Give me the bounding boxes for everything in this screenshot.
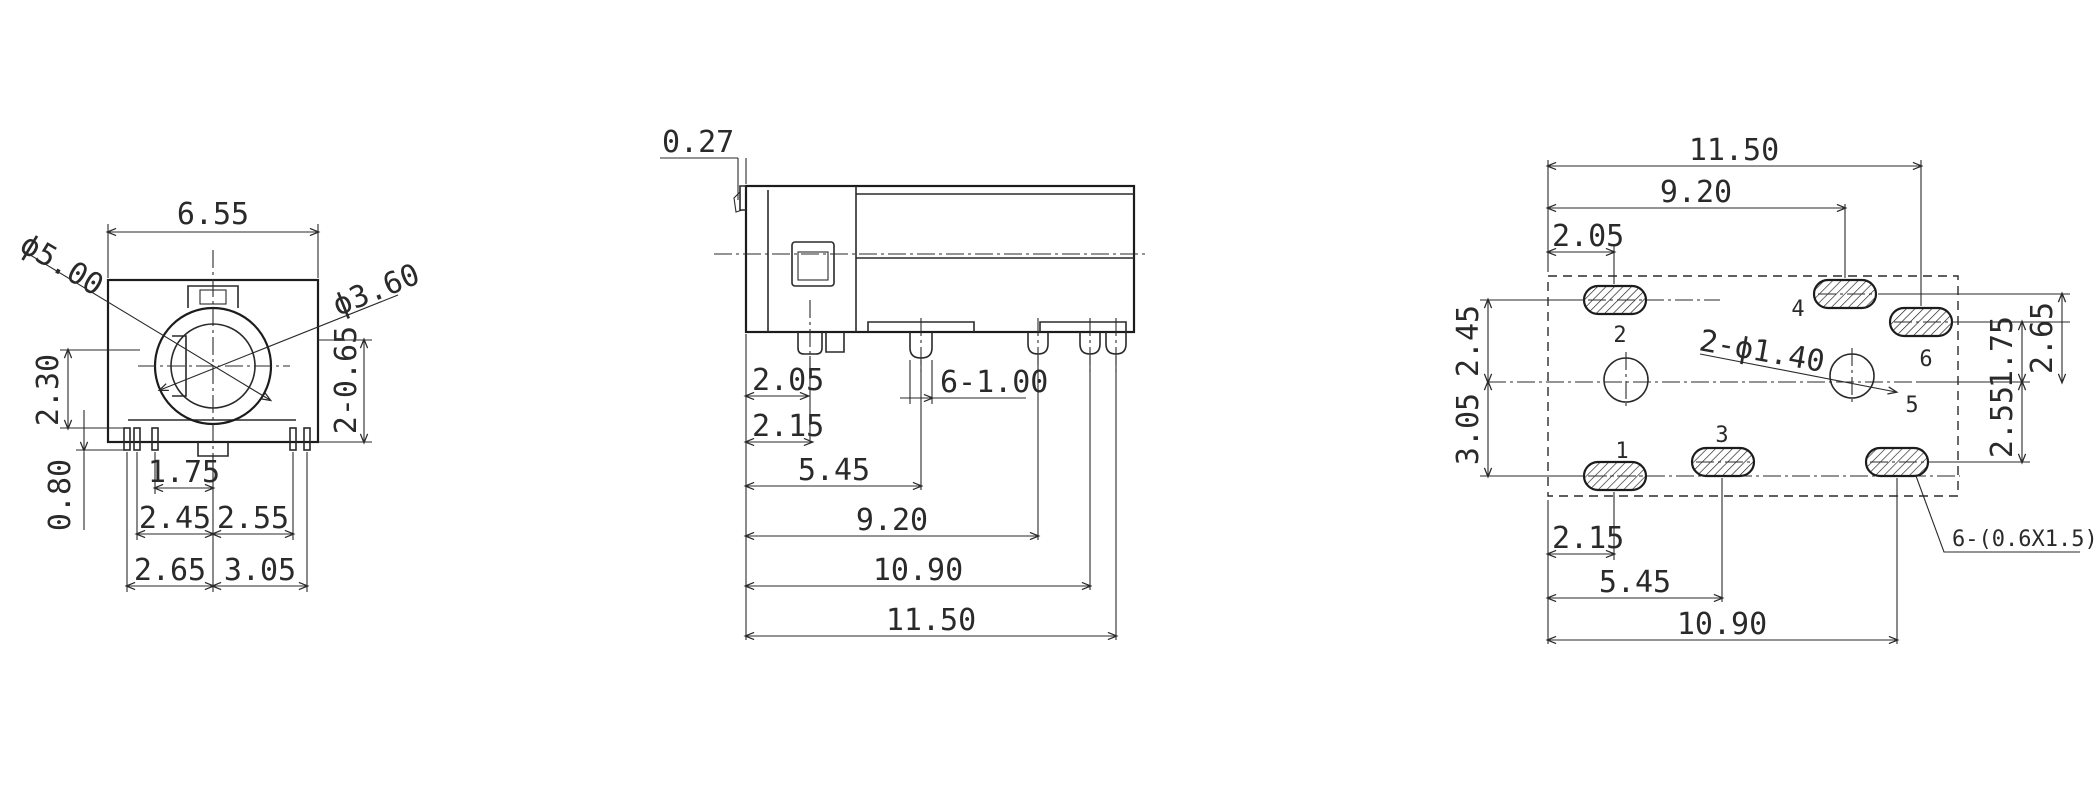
- pin-label-2: 2: [1613, 323, 1626, 348]
- front-dim-175: 1.75: [148, 455, 220, 490]
- front-pin-5: [303, 427, 311, 451]
- front-pin-2: [133, 427, 141, 451]
- pin-label-1: 1: [1615, 439, 1628, 464]
- slots-dim: 6-(0.6X1.5): [1952, 527, 2098, 552]
- footprint-dim-215: 2.15: [1552, 521, 1624, 556]
- side-body-outline: [744, 184, 1136, 334]
- footprint-dim-545: 5.45: [1599, 565, 1671, 600]
- front-height-dim: 2.30: [31, 354, 66, 426]
- side-latch-window: [791, 241, 835, 287]
- front-pin-4: [289, 427, 297, 451]
- footprint-dim-245: 2.45: [1451, 305, 1486, 377]
- side-latch-inner: [797, 251, 829, 281]
- front-dim-265: 2.65: [134, 553, 206, 588]
- side-pin-2: [825, 332, 845, 353]
- front-inner-notch: [172, 335, 187, 397]
- front-inner-diameter-dim: ϕ3.60: [328, 257, 425, 323]
- slot-4: [1812, 278, 1878, 310]
- side-pins-dim: 6-1.00: [940, 365, 1048, 400]
- side-dim-215: 2.15: [752, 409, 824, 444]
- side-dim-920: 9.20: [856, 503, 928, 538]
- slot-3: [1690, 446, 1756, 478]
- footprint-dim-205: 2.05: [1552, 219, 1624, 254]
- front-dim-305: 3.05: [224, 553, 296, 588]
- side-dim-545: 5.45: [798, 453, 870, 488]
- side-base-plate-2: [1039, 321, 1127, 332]
- footprint-dim-1150: 11.50: [1689, 133, 1779, 168]
- side-view: 0.27 2.05 2.15 6-1.00 5.45 9.20 10.90 11…: [660, 125, 1146, 640]
- pin-label-6: 6: [1919, 347, 1932, 372]
- front-dim-255: 2.55: [217, 501, 289, 536]
- side-dim-1090: 10.90: [873, 553, 963, 588]
- front-view: 6.55 ϕ5.00 ϕ3.60 2.30 0.80 2-0.65 1.75: [14, 197, 425, 592]
- side-dim-1150: 11.50: [886, 603, 976, 638]
- footprint-dim-920: 9.20: [1660, 175, 1732, 210]
- slots-leader: [1915, 475, 2080, 553]
- front-pin-dim: 2-0.65: [329, 326, 364, 434]
- pin-label-3: 3: [1715, 423, 1728, 448]
- front-pin-height-dim: 0.80: [43, 459, 78, 531]
- pin-label-5: 5: [1905, 393, 1918, 418]
- side-offset-dim: 0.27: [662, 125, 734, 160]
- front-pin-3: [151, 427, 159, 451]
- side-front-lip: [739, 185, 746, 211]
- footprint-dim-175: 1.75: [1985, 316, 2020, 388]
- holes-dim: 2-ϕ1.40: [1697, 323, 1828, 379]
- footprint-dim-265: 2.65: [2025, 302, 2060, 374]
- pin-label-4: 4: [1791, 297, 1804, 322]
- front-dim-245: 2.45: [139, 501, 211, 536]
- front-width-dim: 6.55: [177, 197, 249, 232]
- front-outer-diameter-dim: ϕ5.00: [14, 227, 109, 304]
- footprint-dim-305: 3.05: [1451, 393, 1486, 465]
- side-dim-205: 2.05: [752, 363, 824, 398]
- front-pin-1: [123, 427, 131, 451]
- footprint-view: 1 2 3 4 5 6 2-ϕ1.40 11.50 9.20 2.05 2.45…: [1451, 133, 2098, 644]
- footprint-dim-255: 2.55: [1985, 386, 2020, 458]
- footprint-dim-1090: 10.90: [1677, 607, 1767, 642]
- side-front-catch: [733, 191, 743, 213]
